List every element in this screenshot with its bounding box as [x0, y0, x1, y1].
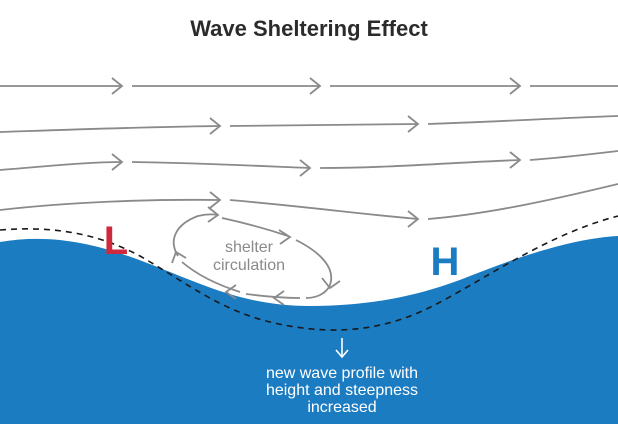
flow-arrow-icon: [299, 159, 312, 177]
water-surface: [0, 236, 618, 424]
airflow-lines: [0, 77, 618, 228]
down-arrow-icon: [335, 338, 349, 359]
flow-arrow-icon: [509, 77, 522, 95]
flow-arrow-icon: [111, 77, 124, 95]
circulation-arrow-icon: [321, 277, 341, 290]
flow-arrow-icon: [209, 191, 222, 209]
flow-arrow-icon: [209, 117, 222, 135]
profile-label-line1: new wave profile with: [266, 365, 418, 382]
low-pressure-label: L: [104, 219, 128, 263]
circulation-arrow-icon: [272, 290, 285, 306]
flow-arrow-icon: [309, 77, 322, 95]
profile-label-line2: height and steepness: [266, 382, 418, 399]
circulation-arrow-icon: [171, 250, 187, 264]
profile-label-line3: increased: [307, 399, 376, 416]
high-pressure-label: H: [431, 240, 460, 284]
circulation-arrow-icon: [207, 206, 220, 223]
shelter-label-line2: circulation: [213, 257, 285, 274]
airflow-line: [0, 115, 618, 133]
flow-arrow-icon: [509, 151, 522, 169]
flow-arrow-icon: [407, 210, 420, 228]
new-wave-profile-line: [0, 215, 618, 331]
diagram-title: Wave Sheltering Effect: [190, 16, 428, 41]
shelter-circulation-loop: [171, 206, 341, 306]
shelter-label-line1: shelter: [225, 239, 274, 256]
circulation-arrow-icon: [278, 229, 292, 245]
flow-arrow-icon: [111, 153, 124, 171]
airflow-line: [0, 150, 618, 171]
airflow-line: [0, 183, 618, 220]
circulation-arrow-icon: [224, 284, 237, 300]
flow-arrow-icon: [407, 115, 420, 133]
